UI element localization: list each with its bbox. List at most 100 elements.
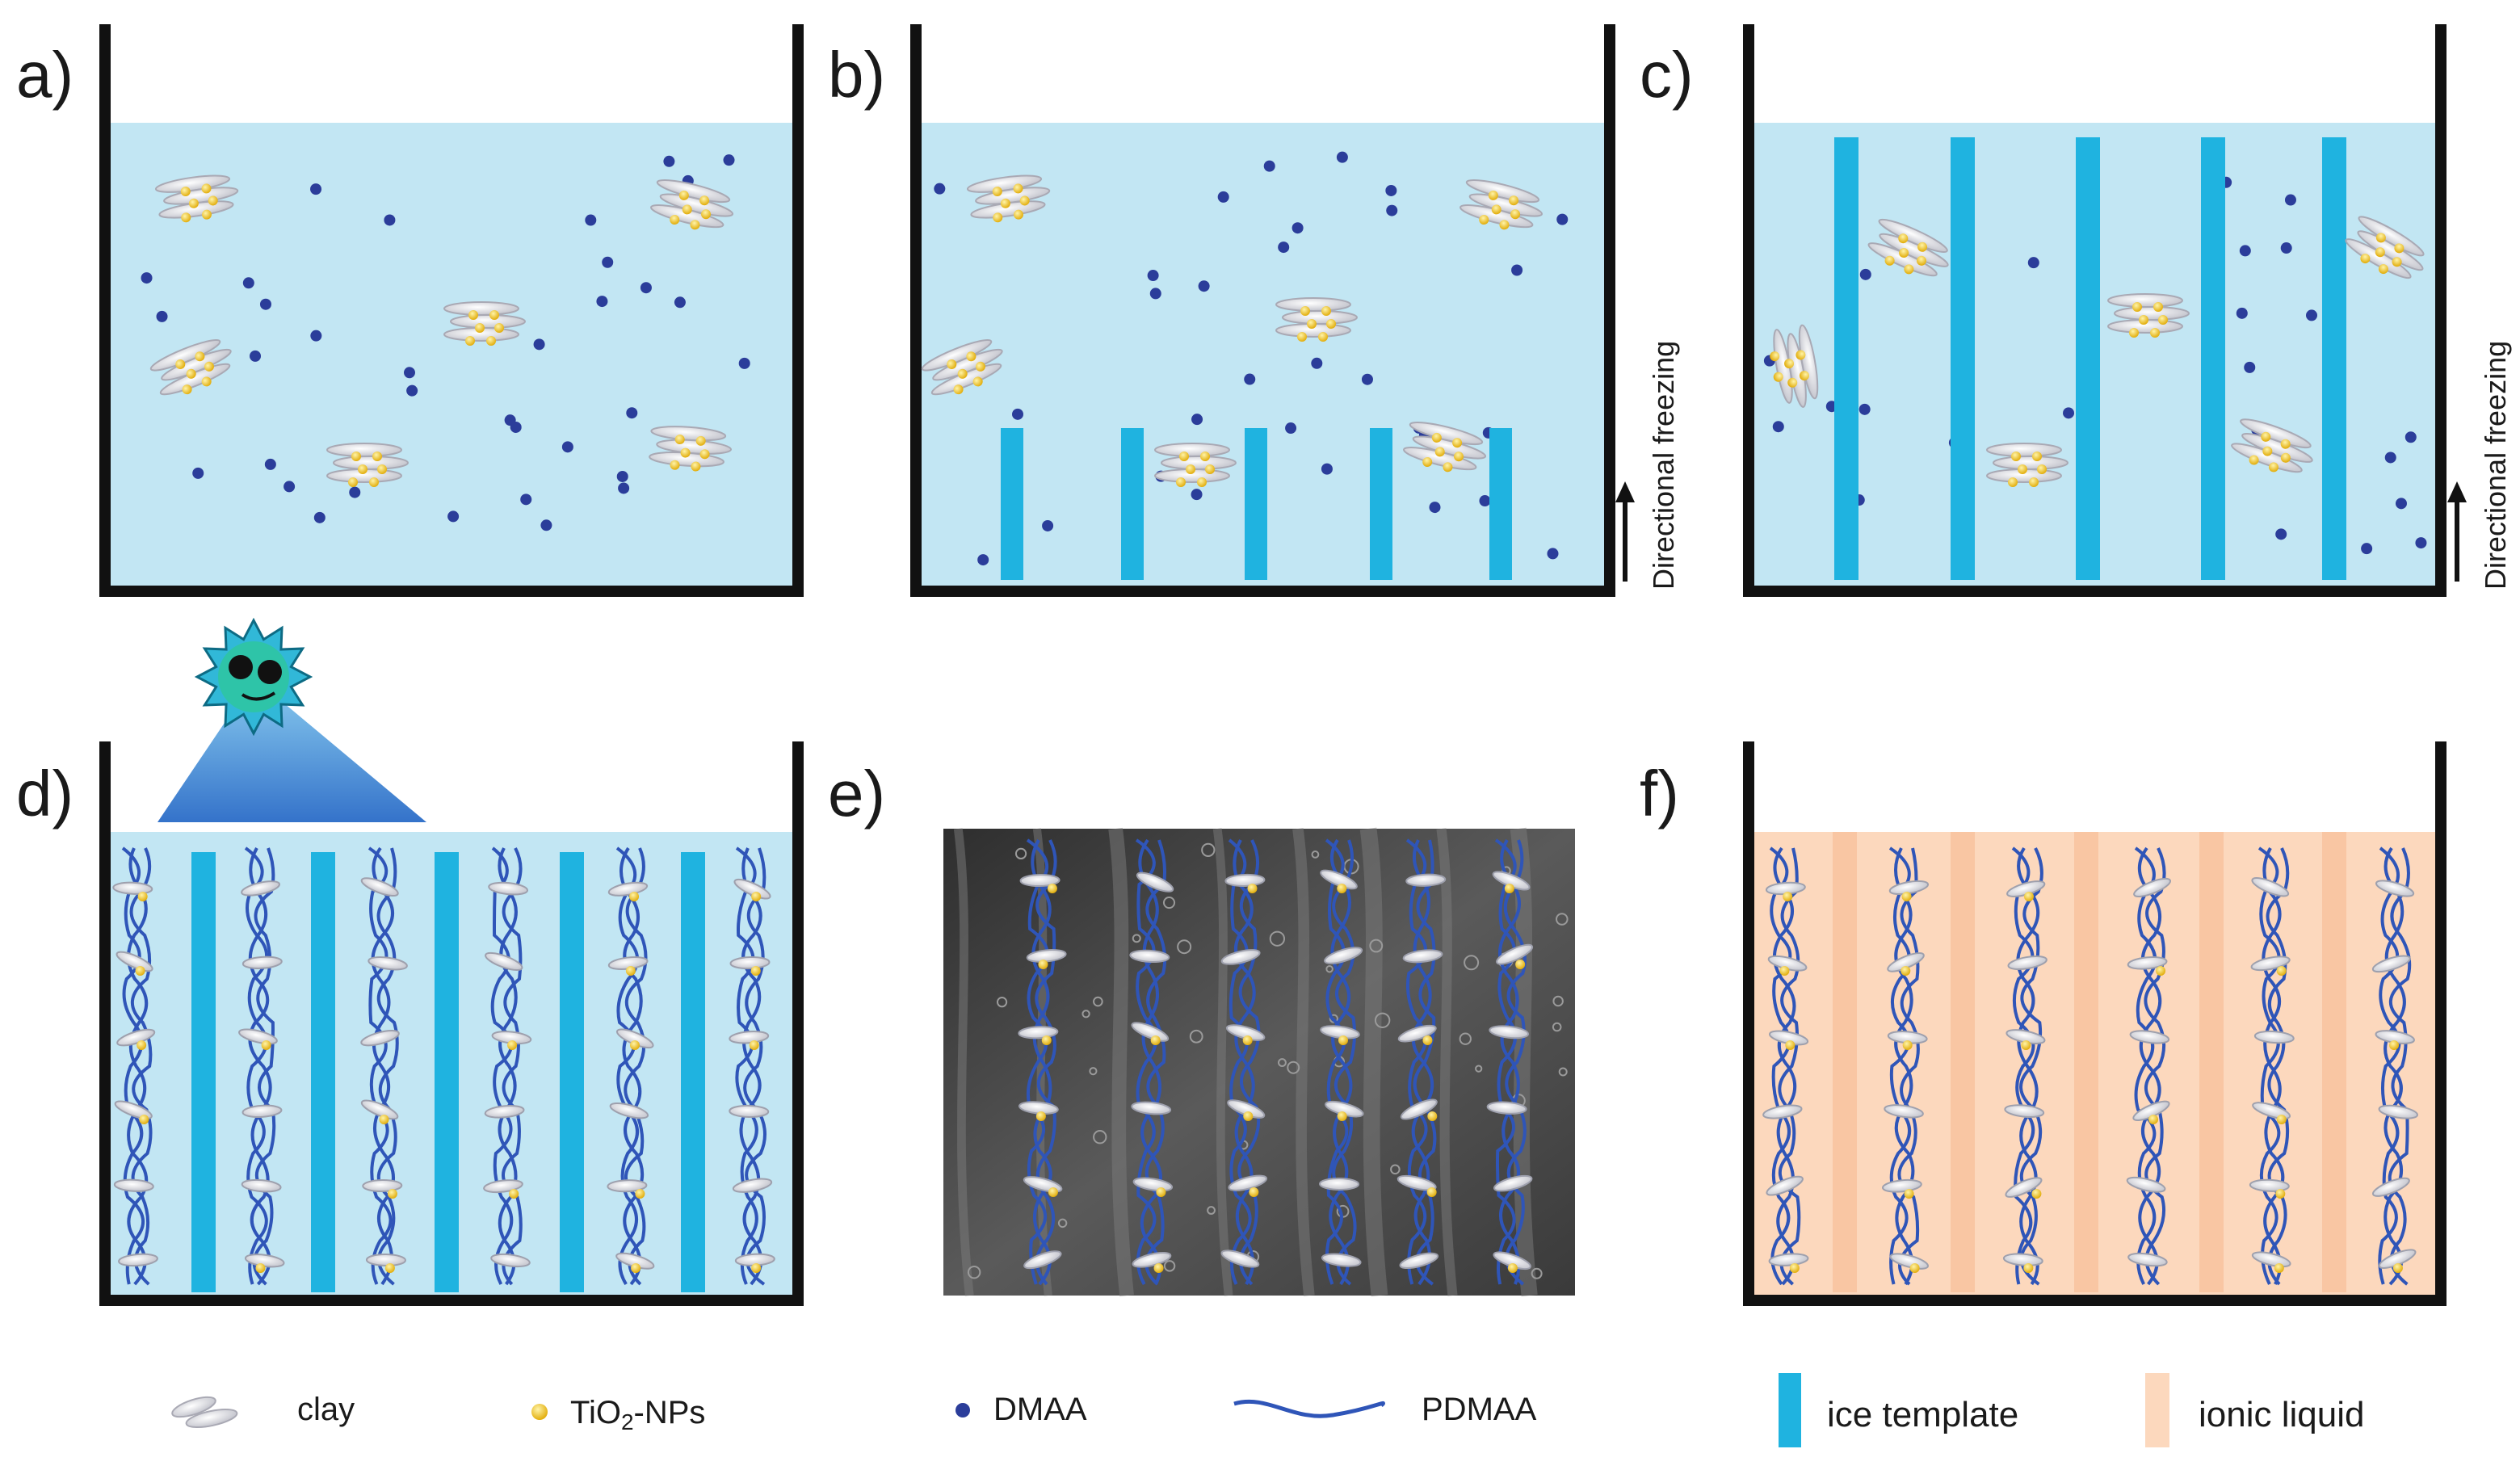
clay-sheet [1319,1177,1360,1191]
dmaa-molecule [349,486,361,498]
pdmaa-chain [1031,839,1052,1286]
dmaa-molecule [242,277,254,289]
clay-sheet [1882,1178,1922,1193]
clay-sheet [242,1104,283,1118]
clay-sheet [607,1179,648,1193]
tio2-particle [1909,1263,1920,1273]
tio2-particle [1427,1111,1438,1121]
tio2-particle [201,183,212,194]
tio2-particle [135,966,145,976]
sem-wall [1436,828,1458,1296]
tio2-particle [486,336,496,346]
tio2-particle [625,966,636,976]
tio2-particle [975,361,985,372]
tio2-particle [1784,359,1795,369]
sem-pore [1201,842,1216,857]
sem-pore [1556,913,1569,926]
tio2-particle [1426,1187,1437,1197]
clay-sheet [116,951,153,972]
clay-stack [149,339,232,396]
tio2-particle [2389,1040,2400,1050]
clay-sheet [729,1030,770,1044]
dmaa-molecule [616,470,628,482]
clay-sheet [1275,297,1351,312]
clay-sheet [1220,949,1261,965]
tio2-particle [2032,452,2042,461]
panel-label-d: d) [16,758,74,830]
dmaa-molecule [1556,213,1569,225]
tio2-particle [678,190,689,200]
pdmaa-chain [2134,846,2157,1285]
clay-sheet [490,1253,531,1268]
freezing-arrow-b: Directional freezing [1615,341,1680,590]
pdmaa-chain [1332,839,1357,1286]
tio2-particle [1035,1111,1046,1121]
dmaa-molecule [2280,242,2292,254]
tio2-particle [993,212,1003,223]
tio2-particle [2261,431,2271,442]
clay-sheet [365,1254,406,1267]
dmaa-molecule [1772,421,1784,433]
legend-tio2-icon [531,1404,548,1420]
dmaa-molecule [2236,307,2248,319]
pdmaa-chain [1494,838,1517,1285]
tio2-particle [1515,960,1526,969]
clay-stack [2231,418,2313,473]
tio2-particle [1904,264,1914,275]
tio2-particle [255,1263,266,1273]
clay-sheet [1282,310,1358,325]
clay-sheet [2371,955,2411,973]
sem-pore [1475,1065,1483,1073]
pdmaa-chain [1894,847,1915,1286]
ionic-band [2074,832,2098,1292]
tio2-particle [1898,233,1909,244]
dmaa-molecule [1336,151,1348,163]
pdmaa-chain [1503,839,1527,1286]
dmaa-molecule [1386,204,1398,216]
tio2-particle [1038,960,1048,969]
tio2-particle [1904,1189,1914,1199]
pdmaa-chain [615,846,640,1286]
sem-pore [1552,995,1564,1007]
sem-pore [1082,1010,1090,1018]
pdmaa-chain [1026,838,1049,1285]
tio2-particle [489,310,499,320]
clay-sheet [360,877,399,897]
clay-stack [2107,293,2190,338]
tio2-particle [2021,1040,2031,1050]
tio2-particle [1307,319,1317,329]
dmaa-molecule [1479,495,1491,507]
pdmaa-chain [1138,838,1162,1285]
dmaa-molecule [2063,407,2075,419]
ionic-band [1951,832,1975,1292]
tio2-particle [2029,477,2039,487]
dmaa-molecule [1012,408,1024,420]
pdmaa-chain [1329,838,1353,1286]
clay-sheet [368,956,408,971]
dmaa-molecule [156,310,168,322]
container-wall [99,24,804,597]
clay-stack [443,301,526,346]
sem-pore [1093,1130,1107,1144]
tio2-particle [2360,254,2371,264]
tio2-particle [494,323,504,333]
tio2-particle [1041,1035,1052,1045]
pdmaa-chain [2266,847,2290,1286]
sem-pore [1057,1218,1068,1228]
panel-label-f: f) [1640,758,1679,830]
container-wall [1743,741,2446,1306]
tio2-particle [1454,452,1464,462]
tio2-particle [2249,455,2259,465]
tio2-particle [2023,892,2034,901]
tio2-particle [701,209,712,220]
tio2-particle [1479,214,1489,225]
tio2-particle [699,449,710,460]
tio2-particle [1488,190,1498,200]
tio2-particle [1048,1187,1058,1197]
tio2-particle [1789,1263,1800,1273]
dmaa-molecule [2361,543,2373,555]
tio2-particle [2153,302,2163,312]
pdmaa-chain [2144,847,2166,1286]
tio2-particle [2280,439,2291,449]
tio2-particle [475,323,485,333]
